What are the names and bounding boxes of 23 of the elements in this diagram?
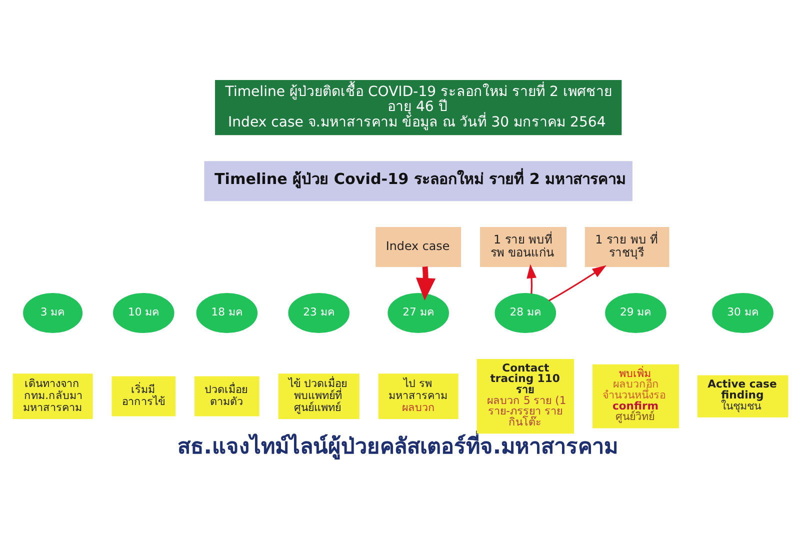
- arrow: [526, 264, 536, 294]
- node-ellipse: 10 มค: [112, 293, 174, 334]
- node-ellipse: 30 มค: [712, 293, 773, 334]
- node-box: เริ่มมี อาการไข้: [111, 376, 176, 416]
- node-box: 1 ราย พบที่ รพ ขอนแก่น: [479, 227, 566, 268]
- node-ellipse: 27 มค: [387, 293, 448, 334]
- node-box: Active case finding ในชุมชน: [696, 375, 788, 418]
- node-box: ไป รพ มหาสารคาม ผลบวก: [378, 374, 458, 419]
- node-ellipse: 28 มค: [494, 293, 556, 334]
- node-ellipse: 18 มค: [196, 293, 258, 334]
- node-box: เดินทางจาก กทม.กลับมา มหาสารคาม: [12, 374, 92, 419]
- node-box: 1 ราย พบ ที่ ราชบุรี: [584, 227, 669, 268]
- arrow: [415, 266, 436, 300]
- node-box: พบเพิ่ม ผลบวกอีก จำนวนหนึ่งรอ confirm ศูนย์วิทย์: [592, 364, 678, 428]
- node-ellipse: 23 มค: [288, 293, 349, 334]
- node-box: Timeline ผู้ป่วย Covid-19 ระลอกใหม่ รายที่ 2 มหาสารคาม: [204, 161, 632, 202]
- node-box: Index case: [375, 227, 461, 268]
- arrow: [548, 265, 606, 302]
- node-box: ปวดเมื่อย ตามตัว: [194, 376, 259, 416]
- node-box: Timeline ผู้ป่วยติดเชื้อ COVID-19 ระลอกใหม่ รายที่ 2 เพศชาย อายุ 46 ปี Index case จ.มหาสารคาม ข้อมูล ณ วันที่ 30 มกราคม 2564: [214, 80, 622, 136]
- node-ellipse: 3 มค: [22, 293, 82, 334]
- node-ellipse: 29 มค: [604, 293, 666, 334]
- node-box: ไข้ ปวดเมื่อย พบแพทย์ที่ ศูนย์แพทย์: [278, 374, 359, 419]
